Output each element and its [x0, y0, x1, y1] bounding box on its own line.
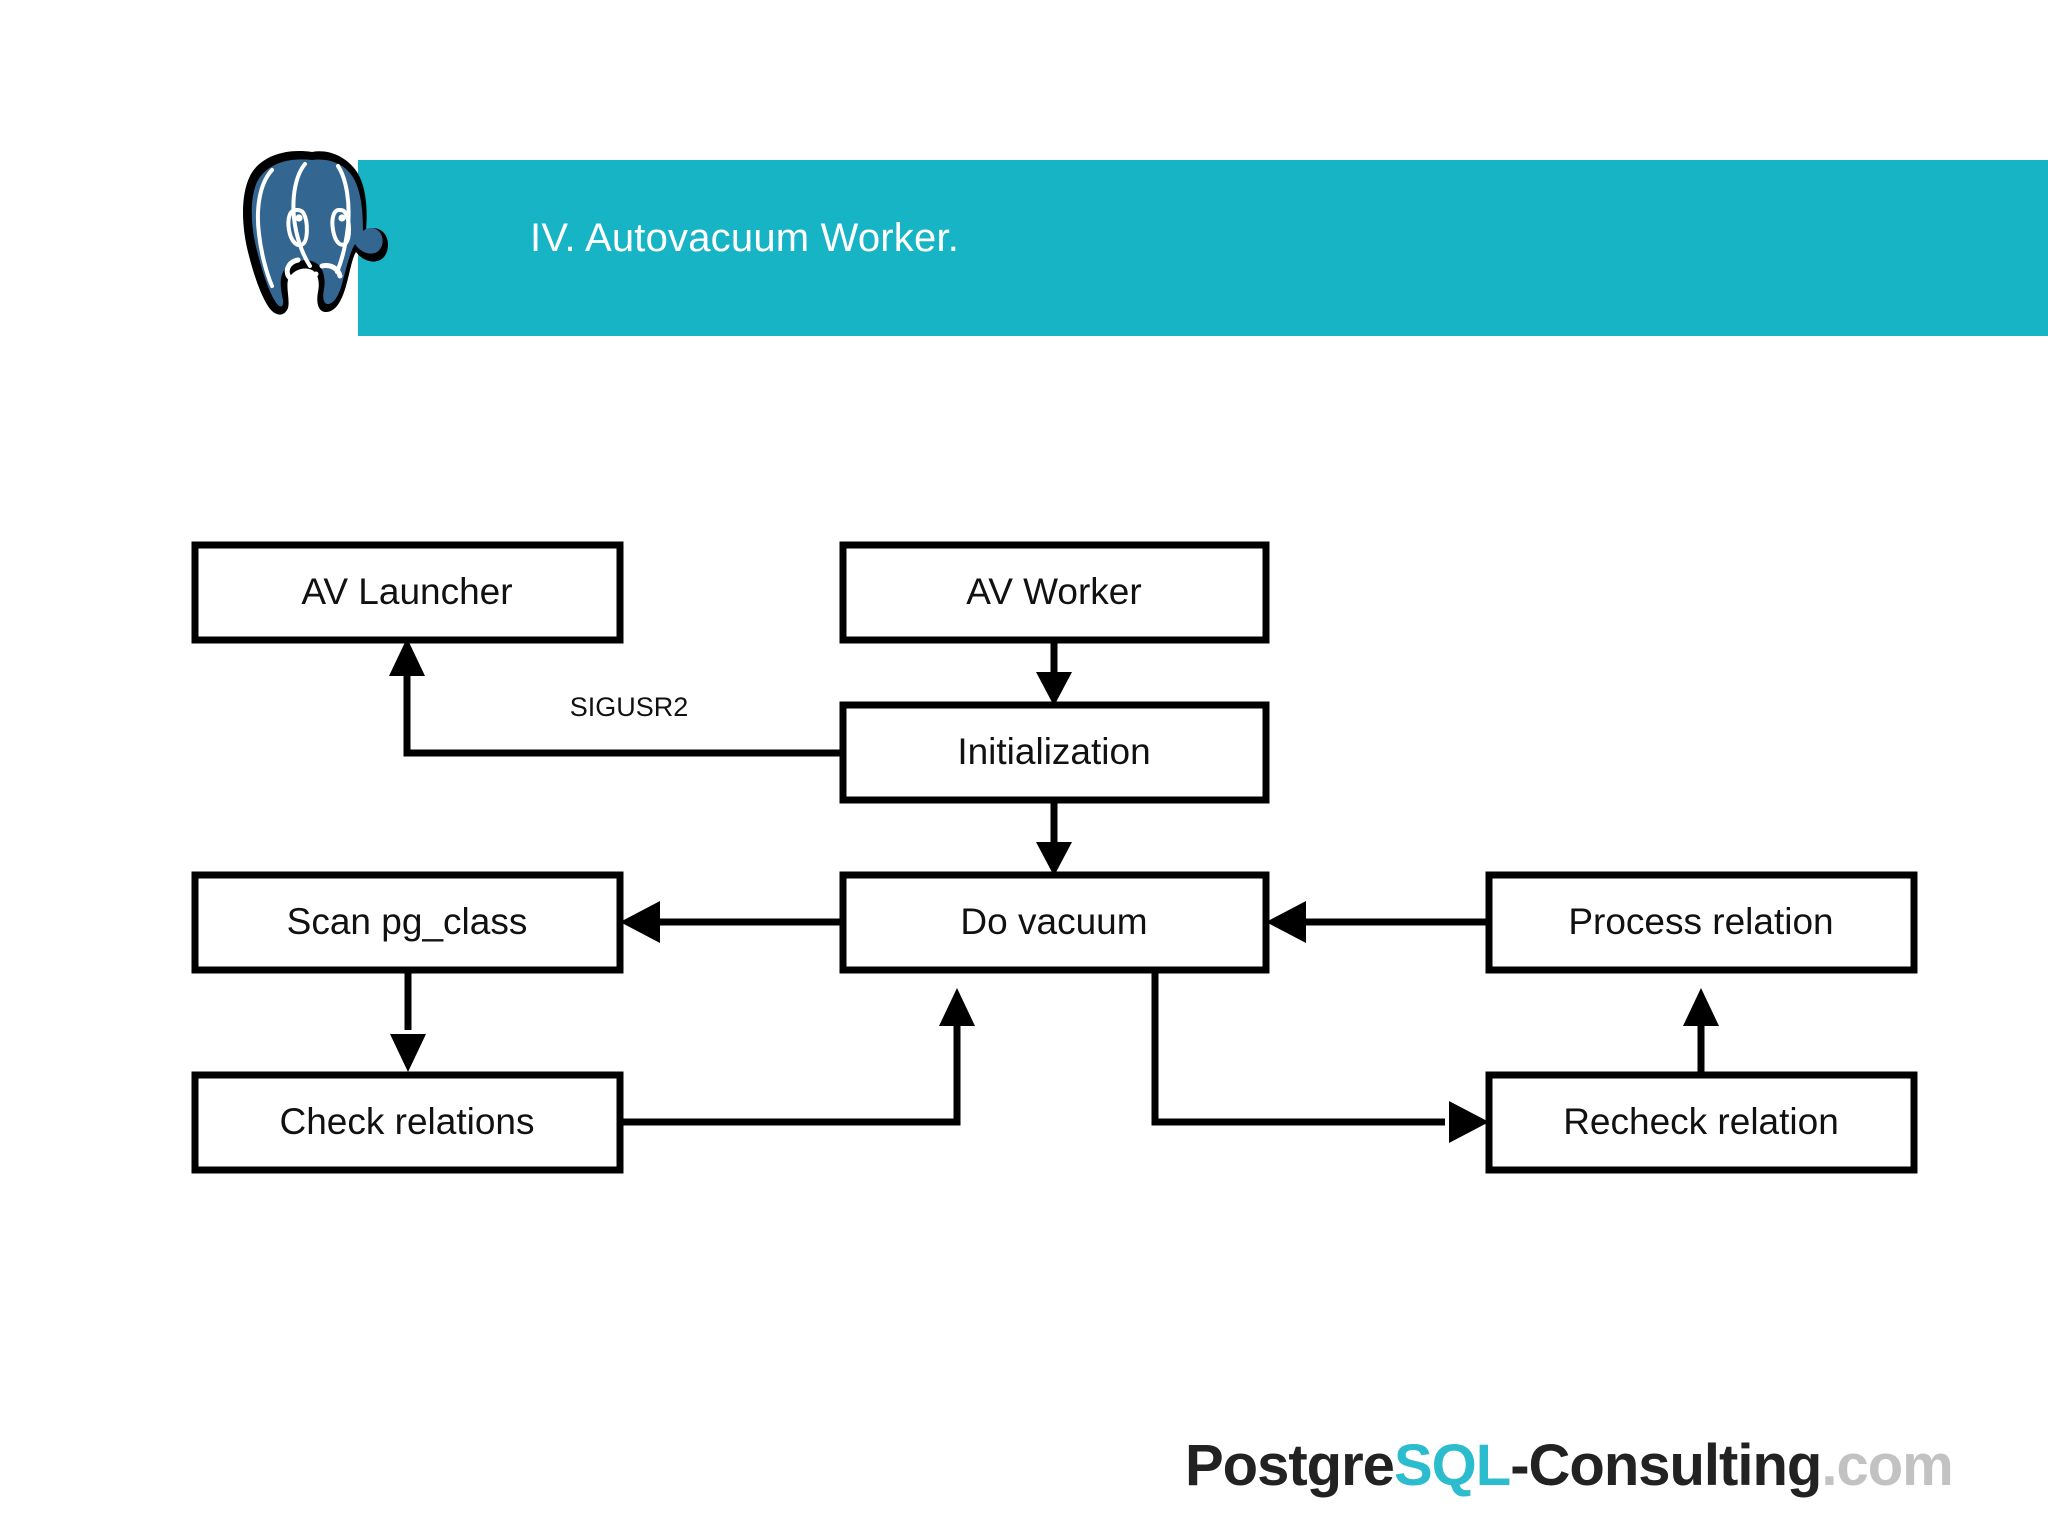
- node-label-do-vacuum: Do vacuum: [960, 901, 1147, 942]
- edge-worker-to-init: [1036, 640, 1072, 706]
- node-label-initialization: Initialization: [957, 731, 1150, 772]
- edge-scan-to-check: [390, 970, 426, 1072]
- edge-init-to-launcher: [389, 638, 843, 757]
- brand-text-dotcom: .com: [1821, 1433, 1953, 1498]
- node-do-vacuum[interactable]: Do vacuum: [839, 871, 1270, 974]
- edge-check-to-do-vacuum: [620, 988, 975, 1126]
- node-label-av-launcher: AV Launcher: [301, 571, 512, 612]
- edge-process-to-do-vacuum: [1266, 901, 1489, 943]
- postgresql-elephant-logo: [222, 142, 402, 322]
- edge-label-sigusr2: SIGUSR2: [570, 692, 689, 722]
- node-label-process-relation: Process relation: [1568, 901, 1833, 942]
- node-initialization[interactable]: Initialization: [839, 701, 1270, 804]
- node-label-scan-pg-class: Scan pg_class: [287, 901, 528, 942]
- edge-do-vacuum-to-recheck: [1151, 970, 1489, 1143]
- node-recheck-relation[interactable]: Recheck relation: [1485, 1071, 1918, 1174]
- node-label-recheck-relation: Recheck relation: [1563, 1101, 1839, 1142]
- brand-text-consulting: -Consulting: [1510, 1433, 1822, 1498]
- node-check-relations[interactable]: Check relations: [191, 1071, 624, 1174]
- edge-do-vacuum-to-scan: [620, 901, 843, 943]
- brand-text-postgre: Postgre: [1185, 1433, 1395, 1498]
- node-scan-pg-class[interactable]: Scan pg_class: [191, 871, 624, 974]
- node-label-av-worker: AV Worker: [966, 571, 1141, 612]
- edge-init-to-do-vacuum: [1036, 800, 1072, 876]
- footer-brand-wordmark: PostgreSQL-Consulting.com: [1185, 1432, 1954, 1499]
- node-av-worker[interactable]: AV Worker: [839, 541, 1270, 644]
- node-label-check-relations: Check relations: [279, 1101, 534, 1142]
- header-band: [358, 160, 2048, 336]
- page-title: IV. Autovacuum Worker.: [530, 216, 960, 260]
- brand-text-sql: SQL: [1393, 1433, 1511, 1498]
- node-process-relation[interactable]: Process relation: [1485, 871, 1918, 974]
- edge-recheck-to-process: [1683, 988, 1719, 1075]
- node-av-launcher[interactable]: AV Launcher: [191, 541, 624, 644]
